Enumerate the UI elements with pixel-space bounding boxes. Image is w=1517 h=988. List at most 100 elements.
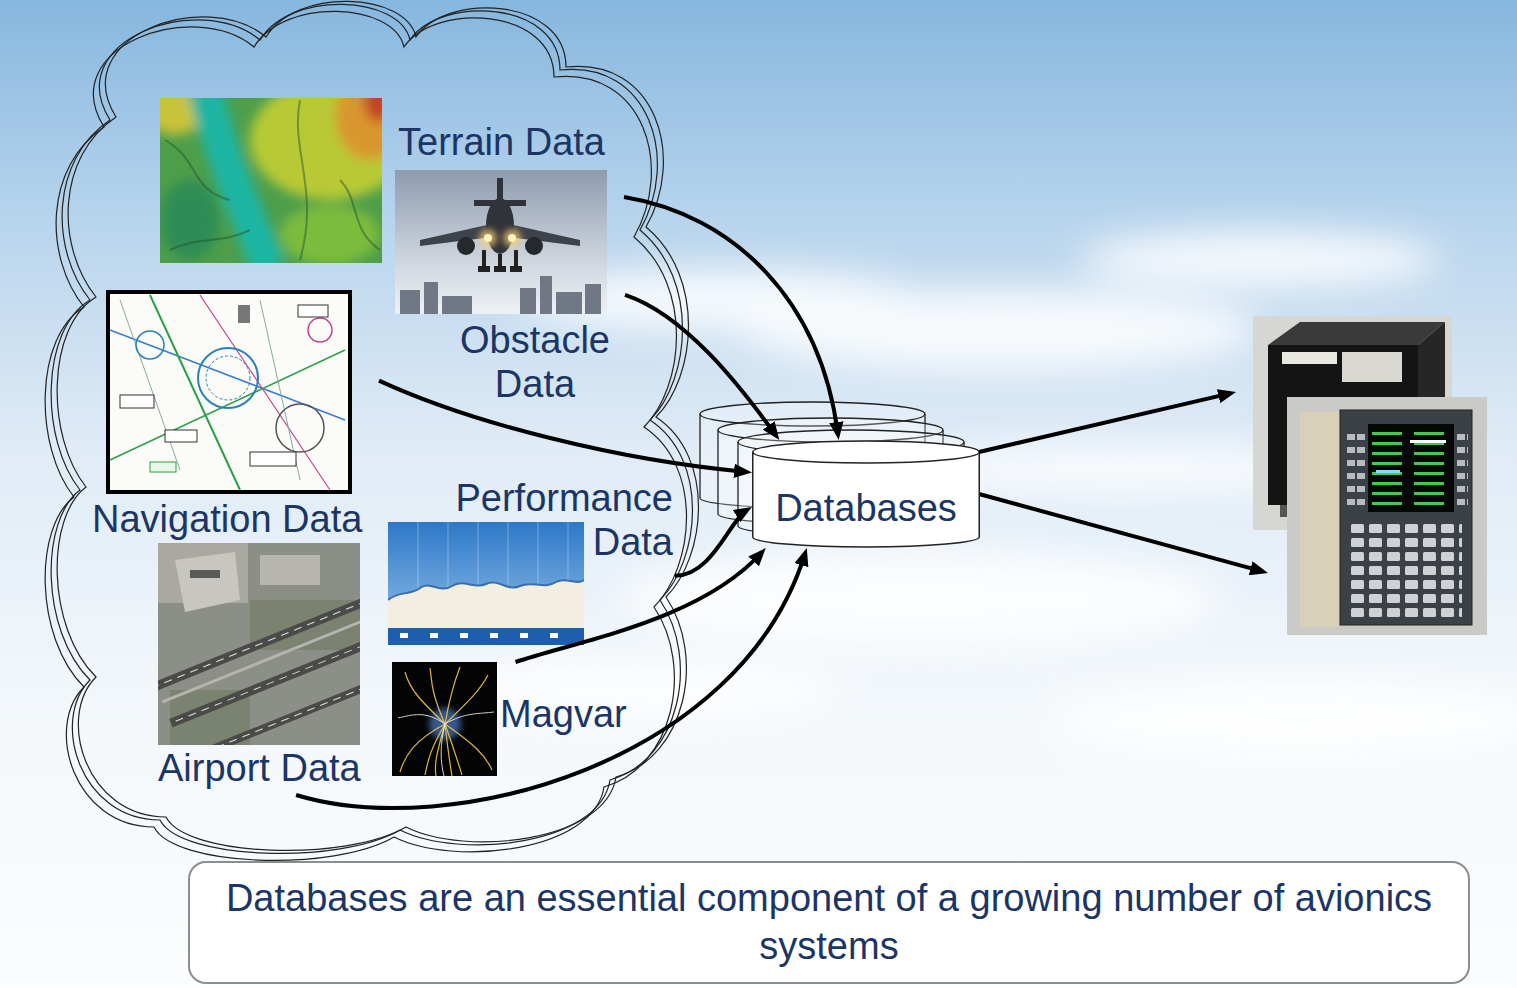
- output-arrows: [979, 393, 1262, 571]
- navigation-chart-image-part-part: [150, 295, 240, 490]
- landing-aircraft-photo-part: [395, 170, 607, 314]
- magnetic-field-image-part: [398, 712, 494, 776]
- avionics-computer-unit-part: [1342, 352, 1402, 382]
- landing-aircraft-photo-part: [478, 250, 522, 272]
- airport-aerial-image-part: [175, 552, 240, 612]
- navigation-chart-image-part: [108, 292, 350, 492]
- flight-management-unit-part: [1368, 424, 1454, 512]
- performance-chart-image-part: [388, 580, 584, 628]
- landing-aircraft-photo-part: [508, 234, 516, 242]
- output-arrows-part: [979, 494, 1262, 571]
- node-label: Magvar: [500, 692, 627, 736]
- flight-management-unit-part: [1410, 440, 1446, 443]
- flight-management-unit-part: [1300, 412, 1340, 627]
- airport-aerial-image-part: [260, 555, 320, 585]
- navigation-chart-image-part-part: [150, 462, 176, 472]
- airport-aerial-image-part-part: [162, 611, 360, 704]
- magnetic-field-image-part-part: [441, 724, 445, 776]
- landing-aircraft-photo-part-part: [498, 254, 502, 268]
- landing-aircraft-photo-part-part: [424, 282, 438, 314]
- magnetic-field-image-part-part: [445, 724, 452, 776]
- landing-aircraft-photo-part-part: [514, 250, 518, 268]
- magnetic-field-image-part: [400, 667, 492, 776]
- sky-clouds-part: [1050, 680, 1517, 760]
- performance-chart-image: [388, 522, 584, 645]
- flight-management-unit-part: [1372, 430, 1452, 506]
- magnetic-field-image-part-part: [398, 715, 445, 724]
- performance-chart-image-part: [388, 580, 584, 600]
- airport-aerial-image-part-part: [158, 594, 360, 745]
- landing-aircraft-photo-part-part: [442, 296, 472, 314]
- magnetic-field-image-part: [392, 662, 497, 776]
- flight-management-unit-part: [1456, 432, 1468, 510]
- connector-arrow: [296, 554, 805, 808]
- performance-chart-image-part-part: [400, 633, 408, 638]
- connector-arrow: [625, 295, 776, 435]
- navigation-chart-image-part-part: [120, 300, 300, 480]
- magnetic-field-image-part-part: [430, 668, 445, 724]
- performance-chart-image-part: [400, 633, 558, 638]
- sky-clouds-part: [1080, 232, 1440, 288]
- landing-aircraft-photo-part-part: [400, 290, 420, 314]
- terrain-map-image: [160, 98, 382, 263]
- performance-chart-image-part-part: [550, 633, 558, 638]
- navigation-chart-image-part-part: [308, 318, 332, 342]
- magnetic-field-image-part-part: [435, 724, 445, 776]
- navigation-chart-image-part-part: [250, 452, 296, 466]
- node-label: Airport Data: [158, 746, 361, 790]
- terrain-map-image-part: [165, 100, 380, 260]
- data-cloud-outline-part: [51, 4, 692, 853]
- node-label: Terrain Data: [398, 120, 605, 164]
- landing-aircraft-photo-part-part: [482, 250, 486, 268]
- performance-chart-image-part: [388, 628, 584, 645]
- terrain-data-source: Terrain Data: [160, 98, 624, 263]
- navigation-chart-image-part-part: [165, 430, 197, 442]
- landing-aircraft-photo-part: [484, 234, 492, 242]
- data-cloud-outline: [45, 1, 698, 860]
- node-label: Obstacle Data: [450, 318, 620, 406]
- performance-chart-image-part-part: [520, 633, 528, 638]
- performance-chart-image-part: [388, 522, 584, 645]
- landing-aircraft-photo-part-part: [494, 266, 506, 272]
- navigation-chart-image-part-part: [120, 395, 154, 408]
- magnetic-field-image: [392, 662, 497, 776]
- data-cloud-outline-part: [45, 11, 686, 860]
- sky-clouds-part: [620, 550, 1220, 650]
- connector-arrow: [675, 510, 747, 576]
- magnetic-field-image-part-part: [445, 724, 492, 770]
- avionics-computer-unit-part: [1268, 322, 1445, 345]
- landing-aircraft-photo-part: [525, 237, 543, 255]
- navigation-chart-image-part: [110, 295, 345, 490]
- navigation-chart-image-part-part: [198, 348, 258, 408]
- magvar-data-source: Magvar: [392, 662, 639, 777]
- landing-aircraft-photo-part: [479, 229, 497, 247]
- navigation-chart-image-part-part: [238, 305, 250, 323]
- navigation-chart-image-part-part: [136, 331, 164, 359]
- airport-aerial-image-part-part: [169, 625, 360, 727]
- terrain-map-image-part-part: [335, 98, 382, 160]
- landing-aircraft-photo-part-part: [540, 276, 552, 314]
- flight-management-unit-part: [1287, 397, 1487, 635]
- navigation-chart-image-part-part: [110, 350, 345, 460]
- magnetic-field-image-part-part: [445, 712, 494, 724]
- terrain-map-image-part: [160, 98, 382, 263]
- airport-aerial-image-part: [190, 570, 220, 578]
- node-label: Navigation Data: [92, 497, 362, 541]
- airport-aerial-image-part-part: [158, 588, 360, 694]
- navigation-chart-image-part-part: [206, 356, 250, 400]
- caption-text: Databases are an essential component of …: [206, 875, 1452, 970]
- landing-aircraft-photo-part: [457, 237, 475, 255]
- landing-aircraft-photo-part: [503, 229, 521, 247]
- airport-aerial-image-part-part: [184, 662, 360, 745]
- airport-aerial-image: [158, 543, 360, 745]
- flight-management-unit-part: [1340, 410, 1472, 625]
- navigation-chart-image-part-part: [298, 305, 328, 317]
- caption-box: Databases are an essential component of …: [188, 861, 1470, 984]
- terrain-map-image-part-part: [364, 98, 382, 122]
- connector-arrow: [516, 553, 762, 663]
- performance-data-source: Performance Data: [388, 476, 675, 648]
- flight-management-unit-part: [1346, 432, 1366, 510]
- navigation-chart-image: [108, 292, 350, 492]
- performance-chart-image-part-part: [460, 633, 468, 638]
